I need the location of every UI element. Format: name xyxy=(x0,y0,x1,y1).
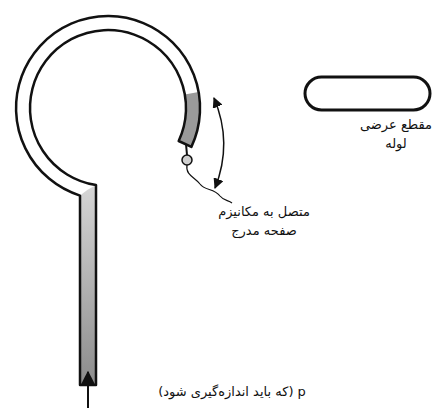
tip-link xyxy=(186,144,187,155)
section-label: مقطع عرضی لوله xyxy=(354,116,438,154)
leader-line xyxy=(187,165,232,203)
mechanism-label: متصل به مکانیزم صفحه مدرج xyxy=(208,203,320,241)
tube-fill xyxy=(16,16,200,385)
pressure-arrow xyxy=(87,372,89,408)
motion-arrow xyxy=(214,98,224,188)
tube-stem-shade xyxy=(80,185,96,385)
tube-tip-shade xyxy=(179,92,200,147)
bourdon-tube xyxy=(16,16,200,385)
pivot-pin xyxy=(182,155,192,165)
pressure-label: p (که باید اندازه‌گیری شود) xyxy=(112,383,352,402)
tube-cross-section xyxy=(305,77,430,110)
